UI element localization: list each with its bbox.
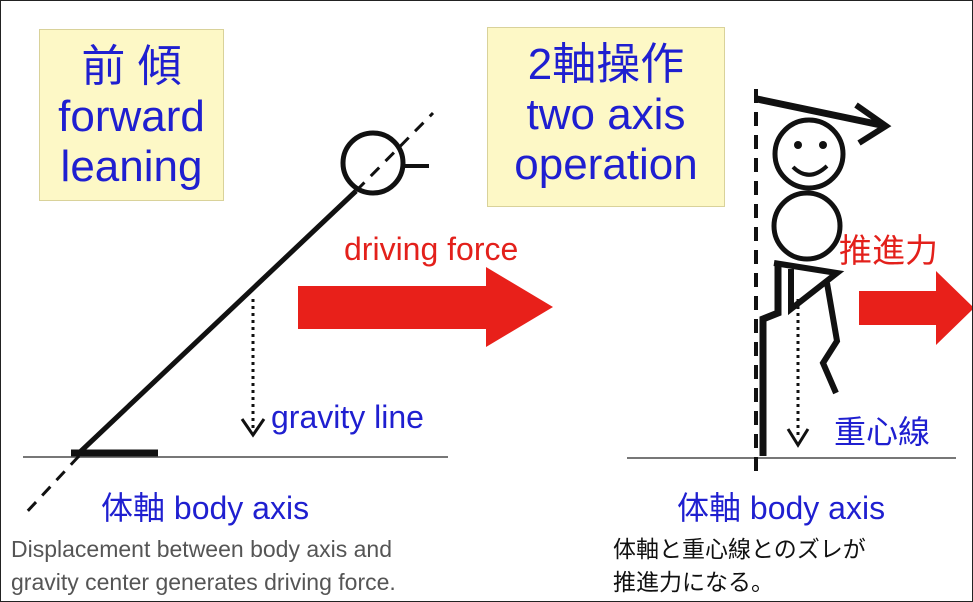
motion-arrow-head: [854, 102, 892, 146]
body-axis-dashed-upper: [354, 111, 435, 193]
leg-right: [819, 282, 841, 395]
caption-english-line-2: gravity center generates driving force.: [11, 569, 396, 595]
title-en-operation: operation: [514, 140, 698, 189]
driving-force-arrow-right: [859, 271, 972, 345]
body-axis-label-right: 体軸 body axis: [677, 490, 886, 526]
smiley-eye-left: [794, 141, 802, 149]
smiley-mouth: [791, 164, 829, 177]
gravity-line-jp-label: 重心線: [834, 414, 931, 450]
caption-english: Displacement between body axis and gravi…: [11, 533, 396, 599]
gravity-arrow-right-head: [786, 428, 810, 448]
title-jp-forward-leaning: 前 傾: [81, 42, 182, 91]
driving-force-label: driving force: [344, 231, 519, 267]
caption-japanese: 体軸と重心線とのズレが 推進力になる。: [613, 533, 866, 599]
gravity-line-label: gravity line: [271, 399, 424, 435]
arm-triangle: [773, 260, 845, 316]
gravity-arrow-left-head: [240, 418, 266, 438]
motion-arrow-line: [756, 95, 882, 129]
smiley-eye-right: [819, 141, 827, 149]
title-en-forward: forward: [58, 92, 205, 141]
caption-japanese-line-1: 体軸と重心線とのズレが: [613, 536, 866, 562]
leaning-head: [340, 130, 406, 196]
title-jp-two-axis: 2軸操作: [527, 40, 685, 89]
title-box-two-axis: 2軸操作 two axis operation: [487, 27, 725, 207]
caption-japanese-line-2: 推進力になる。: [613, 569, 774, 595]
driving-force-arrow-left: [298, 267, 553, 347]
body-axis-label-left: 体軸 body axis: [101, 490, 310, 526]
title-en-two-axis: two axis: [526, 90, 686, 139]
title-en-leaning: leaning: [60, 142, 203, 191]
caption-english-line-1: Displacement between body axis and: [11, 536, 393, 562]
leg-left: [759, 263, 782, 456]
body-axis-dashed-lower: [21, 454, 81, 518]
driving-force-jp-label: 推進力: [839, 232, 938, 269]
title-box-forward-leaning: 前 傾 forward leaning: [39, 29, 224, 201]
torso-circle: [771, 190, 843, 262]
smiley-head: [772, 117, 846, 191]
leaning-body-line: [77, 189, 358, 455]
